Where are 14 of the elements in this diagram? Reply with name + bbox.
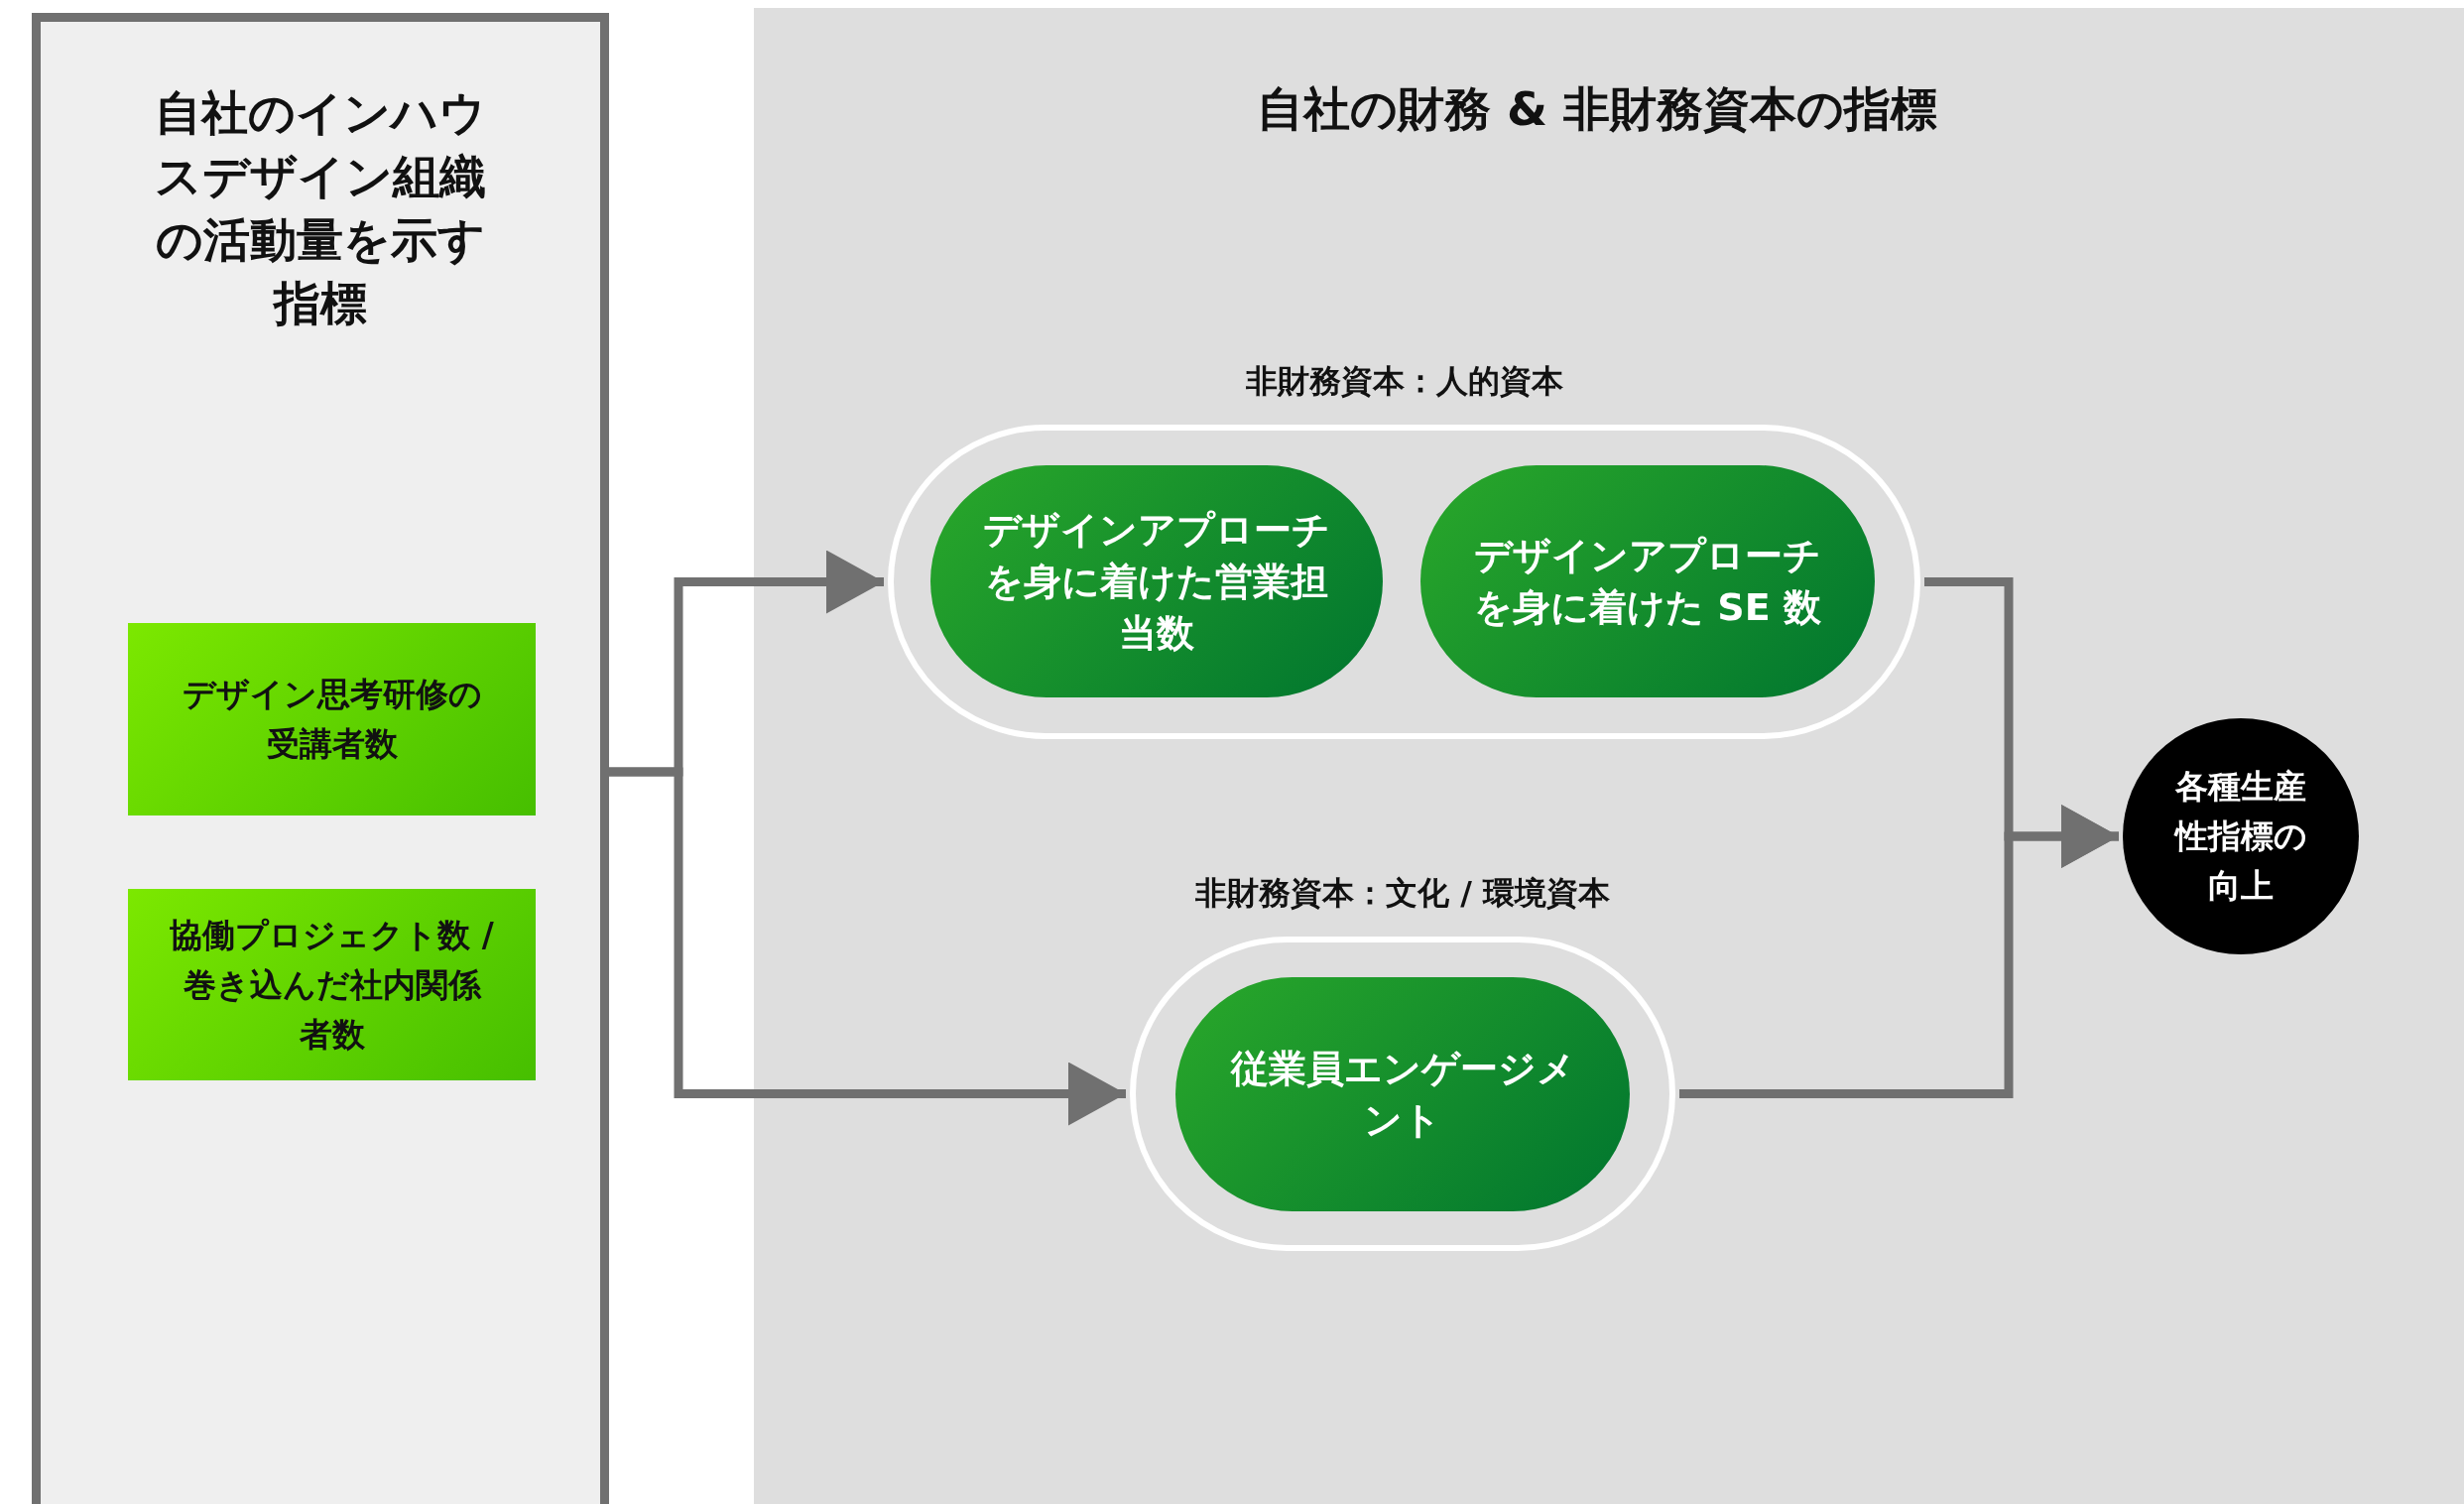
panel-heading: 自社のインハウスデザイン組織の活動量を示す指標 <box>154 84 487 332</box>
metric-box: 協働プロジェクト数 /巻き込んだ社内関係者数 <box>128 889 536 1080</box>
panel-heading: 自社の財務 & 非財務資本の指標 <box>1255 80 1939 138</box>
rounded-box: 従業員エンゲージメント <box>1175 977 1630 1211</box>
result-circle: 各種生産性指標の向上 <box>2123 718 2359 954</box>
group-heading: 非財務資本：人的資本 <box>1244 361 1564 402</box>
rounded-box: デザインアプローチを身に着けた営業担当数 <box>930 465 1383 697</box>
panel <box>32 13 609 1504</box>
panel <box>754 8 2464 1504</box>
arrow <box>609 767 1126 1126</box>
arrow <box>1679 805 2119 1098</box>
metric-box: デザイン思考研修の受講者数 <box>128 623 536 815</box>
group-heading: 非財務資本：文化 / 環境資本 <box>1194 873 1611 914</box>
rounded-box: デザインアプローチを身に着けた SE 数 <box>1420 465 1875 697</box>
